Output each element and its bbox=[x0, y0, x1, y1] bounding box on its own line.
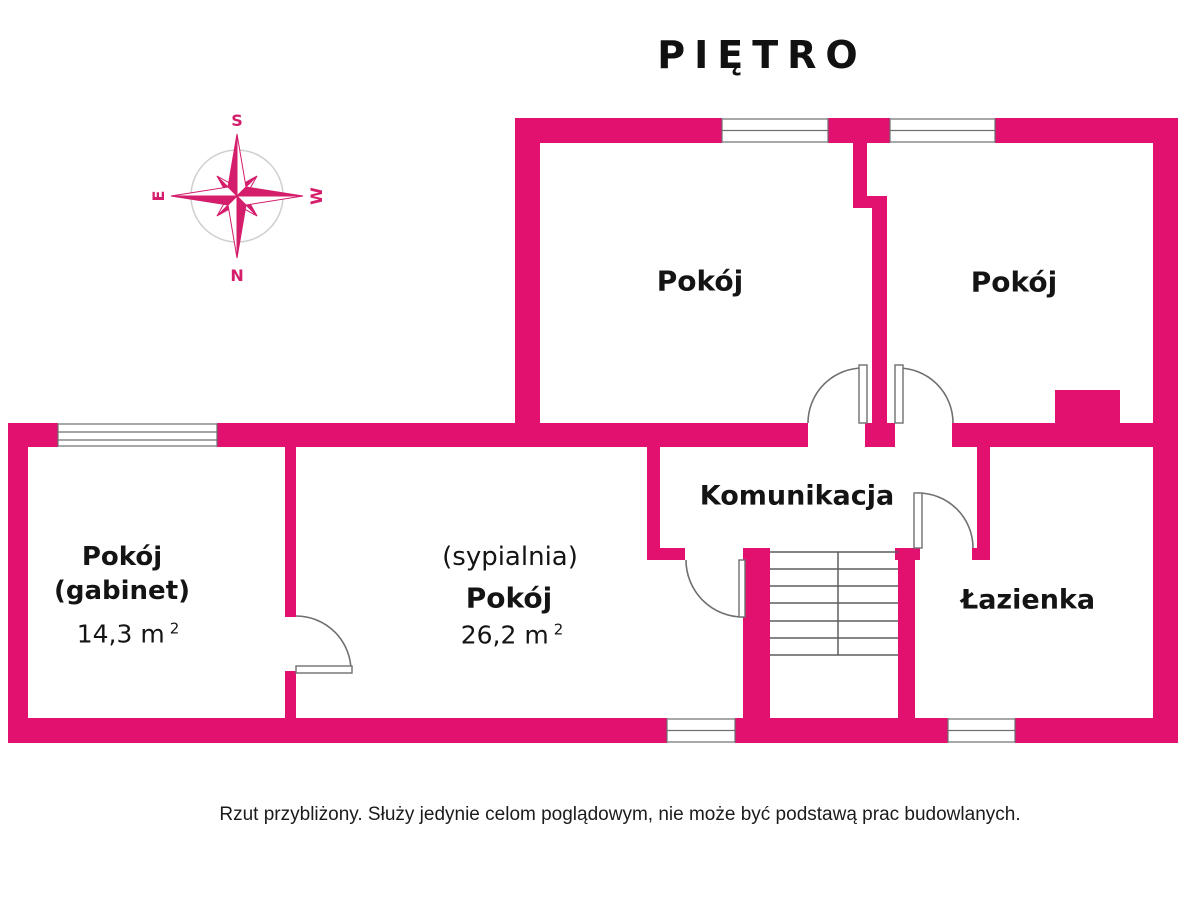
wall-upper-left bbox=[515, 143, 540, 423]
compass-label-s: S bbox=[231, 111, 243, 130]
compass-star bbox=[170, 133, 304, 259]
disclaimer-text: Rzut przybliżony. Służy jedynie celom po… bbox=[219, 804, 1021, 825]
label-room-top-right: Pokój bbox=[970, 265, 1058, 299]
wall-top-divider-upper bbox=[853, 143, 867, 203]
label-bathroom: Łazienka bbox=[960, 584, 1096, 616]
wall-mid-door-stub bbox=[865, 423, 895, 447]
wall-hall-stub bbox=[647, 548, 685, 560]
compass-label-n: N bbox=[230, 266, 243, 285]
wall-bottom-3 bbox=[1015, 718, 1178, 743]
windows bbox=[57, 118, 1016, 743]
label-hall: Komunikacja bbox=[699, 480, 895, 512]
label-office-name: Pokój bbox=[81, 542, 163, 572]
doors bbox=[295, 364, 974, 674]
wall-hall-left bbox=[647, 447, 660, 560]
door-room-top-left bbox=[807, 364, 868, 424]
walls bbox=[8, 118, 1178, 743]
wall-left bbox=[8, 447, 28, 743]
window-top-right bbox=[889, 118, 996, 143]
label-bedroom-name: Pokój bbox=[465, 581, 553, 615]
wall-notch bbox=[1055, 390, 1120, 425]
office-area-sup: 2 bbox=[169, 619, 180, 638]
wall-mid-2 bbox=[217, 423, 808, 447]
wall-stairs-right-cap bbox=[895, 548, 920, 560]
wall-stairs-right bbox=[898, 560, 915, 718]
door-room-top-right bbox=[894, 364, 954, 424]
wall-bottom-1 bbox=[8, 718, 667, 743]
label-room-top-left: Pokój bbox=[656, 264, 744, 298]
page-title: PIĘTRO bbox=[657, 33, 867, 77]
window-bottom-left bbox=[666, 718, 736, 743]
wall-office-divider-lower bbox=[285, 671, 296, 718]
label-office-subname: (gabinet) bbox=[53, 576, 191, 606]
window-bottom-right bbox=[947, 718, 1016, 743]
wall-top-2 bbox=[828, 118, 890, 143]
door-bathroom bbox=[913, 492, 974, 549]
wall-top-3 bbox=[995, 118, 1178, 143]
compass-label-e: E bbox=[149, 191, 168, 202]
office-area-value: 14,3 m bbox=[76, 619, 165, 649]
door-office bbox=[295, 615, 353, 674]
compass-rose: S N E W bbox=[149, 111, 326, 285]
wall-right bbox=[1153, 118, 1178, 743]
label-bedroom-alt: (sypialnia) bbox=[442, 542, 578, 572]
wall-stairs-left bbox=[743, 548, 770, 718]
compass-label-w: W bbox=[307, 187, 326, 205]
wall-mid-1 bbox=[8, 423, 58, 447]
bedroom-area-sup: 2 bbox=[553, 620, 564, 639]
window-top-left bbox=[721, 118, 829, 143]
wall-bottom-2 bbox=[735, 718, 948, 743]
wall-top-divider-lower bbox=[872, 196, 887, 425]
wall-mid-3 bbox=[952, 423, 1153, 447]
door-bedroom bbox=[685, 559, 746, 618]
wall-top-1 bbox=[515, 118, 722, 143]
wall-office-divider-upper bbox=[285, 447, 296, 617]
staircase bbox=[770, 551, 898, 656]
bedroom-area-value: 26,2 m bbox=[460, 620, 549, 650]
wall-bath-upper bbox=[977, 447, 990, 560]
window-office bbox=[57, 423, 218, 447]
